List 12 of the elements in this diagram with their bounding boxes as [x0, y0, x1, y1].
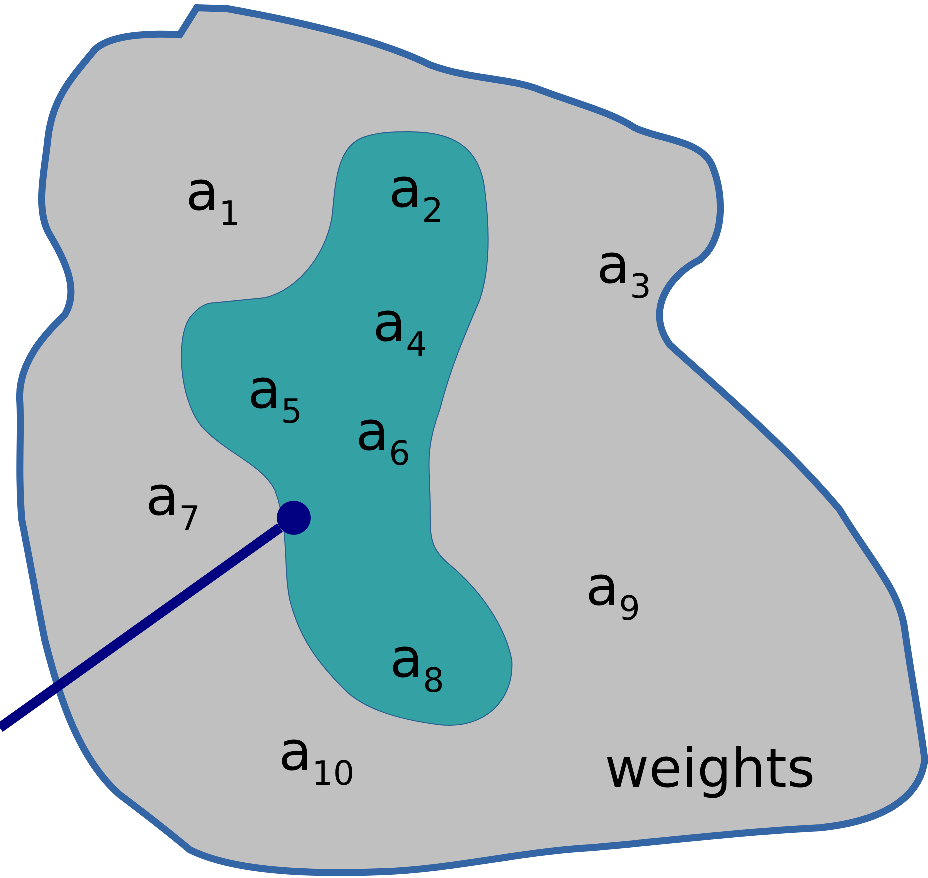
- variable-label: a$_{7}$: [146, 470, 200, 536]
- variable-label: a$_{9}$: [586, 560, 640, 626]
- variable-label: a$_{5}$: [248, 363, 302, 429]
- variable-label: a$_{6}$: [356, 405, 410, 471]
- variable-label: a$_{8}$: [390, 632, 444, 698]
- set-label: weights: [605, 742, 816, 796]
- variable-label: a$_{10}$: [279, 725, 355, 791]
- variable-label: a$_{4}$: [373, 296, 428, 362]
- variable-label: a$_{1}$: [186, 165, 240, 231]
- variable-label: a$_{3}$: [597, 238, 652, 304]
- leader-line: [0, 524, 284, 732]
- variable-label: a$_{2}$: [389, 162, 444, 228]
